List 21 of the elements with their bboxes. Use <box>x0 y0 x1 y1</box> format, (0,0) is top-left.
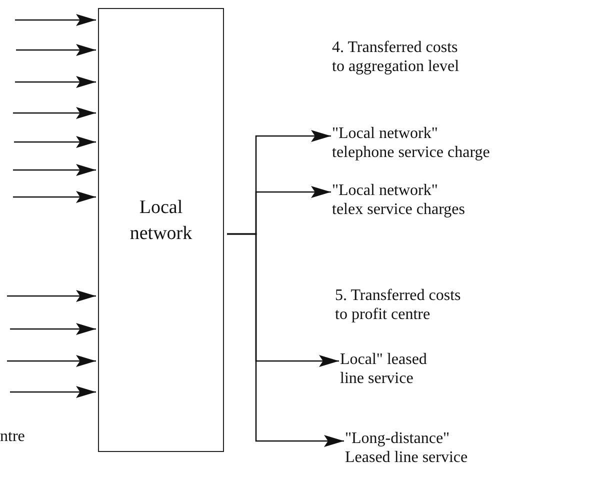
arrow <box>13 191 96 203</box>
arrow <box>14 136 96 148</box>
arrow <box>15 14 96 26</box>
arrow <box>7 355 96 367</box>
process-box <box>98 8 224 452</box>
output-label: Local" leased line service <box>340 350 428 388</box>
arrow <box>16 44 96 56</box>
arrow <box>13 164 96 176</box>
arrow <box>7 290 96 302</box>
arrow <box>15 76 96 88</box>
box-title: Local network <box>128 196 194 246</box>
arrow <box>10 386 96 398</box>
output-label: "Local network" telephone service charge <box>332 124 491 162</box>
arrow <box>10 323 96 335</box>
arrow <box>13 107 96 119</box>
arrow <box>227 233 344 447</box>
note-text: 5. Transferred costs to profit centre <box>335 286 461 324</box>
output-label: "Local network" telex service charges <box>332 181 466 219</box>
note-text: 4. Transferred costs to aggregation level <box>332 38 460 76</box>
output-label: "Long-distance" Leased line service <box>345 429 469 467</box>
note-text: ntre <box>0 427 25 446</box>
